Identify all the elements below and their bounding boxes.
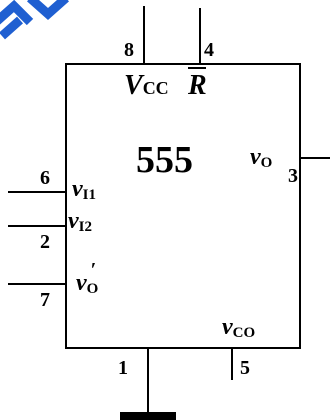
reset-label: R [187,70,207,101]
chip-label: 555 [136,139,193,181]
vo-label: vO [250,144,272,171]
pin-number-2: 2 [40,231,50,253]
pin-number-6: 6 [40,167,50,189]
pin-number-1: 1 [118,357,128,379]
chip-body [65,63,301,349]
pin-number-4: 4 [204,39,214,61]
vco-label: vCO [222,314,255,341]
pin-number-3: 3 [288,165,298,187]
pin-number-8: 8 [124,39,134,61]
vi2-label: vI2 [68,208,92,235]
vi1-label: vI1 [72,176,96,203]
vcc-label: VCC [124,70,169,101]
corner-chevron-icon [0,0,69,40]
vo-prime-label: vO′ [76,259,98,297]
pin-number-5: 5 [240,357,250,379]
pin-number-7: 7 [40,289,50,311]
ground-symbol [120,412,176,420]
